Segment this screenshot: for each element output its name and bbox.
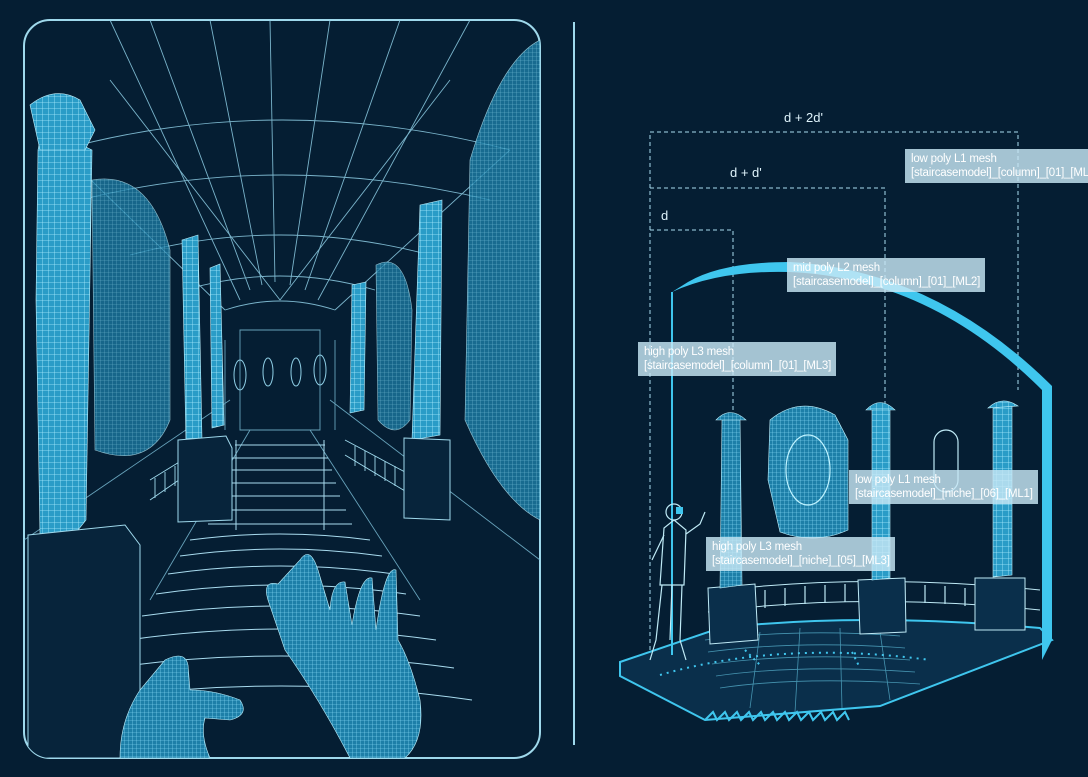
label-title: low poly L1 mesh [855, 473, 1033, 487]
lod-distance-boundaries [650, 132, 1018, 650]
label-code: [staircasemodel]_[niche]_[05]_[ML3] [712, 554, 890, 568]
label-low-poly-niche: low poly L1 mesh [staircasemodel]_[niche… [849, 470, 1038, 504]
label-low-poly-column: low poly L1 mesh [staircasemodel]_[colum… [905, 149, 1088, 183]
label-mid-poly-column: mid poly L2 mesh [staircasemodel]_[colum… [787, 258, 985, 292]
boundary-d [650, 230, 733, 430]
wall-oval-left [92, 179, 170, 456]
label-code: [staircasemodel]_[column]_[01]_[ML2] [793, 275, 980, 289]
label-high-poly-column: high poly L3 mesh [staircasemodel]_[colu… [638, 342, 836, 376]
dimension-label-d: d [661, 209, 668, 223]
boundary-d-plus-2d [650, 132, 1018, 650]
dimension-label-d-plus-d: d + d' [730, 166, 762, 180]
column-left-1 [36, 117, 92, 540]
dimension-label-d-plus-2d: d + 2d' [784, 111, 823, 125]
label-title: mid poly L2 mesh [793, 261, 980, 275]
niche-high-poly [768, 406, 848, 538]
column-right-2 [350, 282, 366, 413]
label-title: high poly L3 mesh [644, 345, 831, 359]
label-title: low poly L1 mesh [911, 152, 1088, 166]
vr-view-panel [24, 20, 540, 758]
column-low-poly-capital [988, 401, 1018, 408]
column-left-1-capital [30, 94, 95, 150]
lod-diagram-panel [620, 132, 1052, 720]
floor-platform [620, 620, 1052, 720]
column-mid-poly-capital [866, 403, 895, 411]
label-code: [staircasemodel]_[column]_[01]_[ML3] [644, 359, 831, 373]
label-code: [staircasemodel]_[niche]_[06]_[ML1] [855, 487, 1033, 501]
column-left-3 [210, 264, 224, 428]
column-left-2 [182, 235, 202, 444]
wall-oval-right [376, 262, 412, 430]
right-hand [266, 554, 421, 758]
column-high-poly-capital [716, 413, 746, 421]
label-title: high poly L3 mesh [712, 540, 890, 554]
label-high-poly-niche: high poly L3 mesh [staircasemodel]_[nich… [706, 537, 895, 571]
distant-niches [234, 355, 326, 390]
label-code: [staircasemodel]_[column]_[01]_[ML1] [911, 166, 1088, 180]
wall-relief-far-right [465, 40, 540, 520]
